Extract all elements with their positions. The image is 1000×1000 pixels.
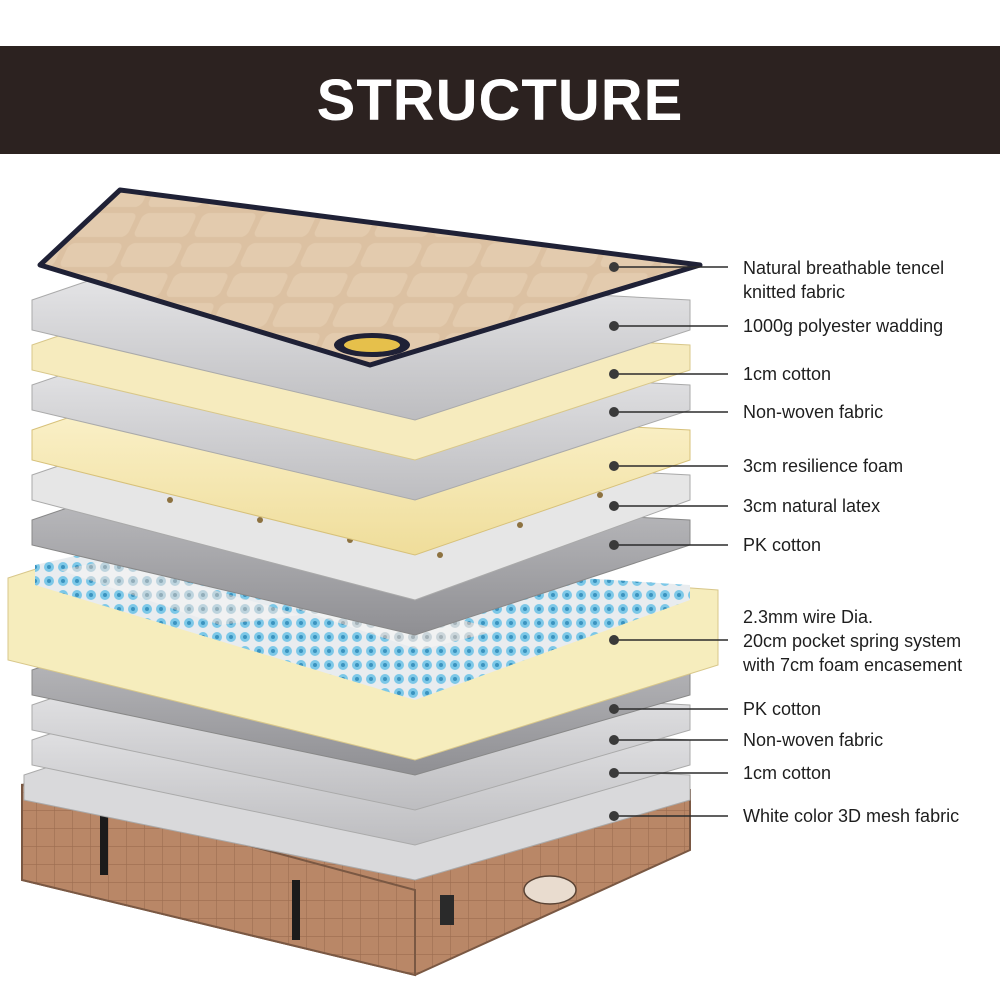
- layer-label: 3cm resilience foam: [743, 454, 903, 478]
- leader-dot: [609, 407, 619, 417]
- layer-label-line: 1000g polyester wadding: [743, 316, 944, 336]
- layer-label: White color 3D mesh fabric: [743, 804, 959, 828]
- layer-label-line: PK cotton: [743, 535, 822, 555]
- page-title: STRUCTURE: [316, 67, 684, 133]
- layer-label-line: 3cm resilience foam: [743, 456, 904, 476]
- layer-label: 2.3mm wire Dia. 20cm pocket spring system…: [743, 605, 962, 677]
- layer-label: 1cm cotton: [743, 761, 831, 785]
- leader-dot: [609, 461, 619, 471]
- callout-leaders: [609, 262, 728, 821]
- layer-label: Non-woven fabric: [743, 400, 883, 424]
- layer-label: Non-woven fabric: [743, 728, 883, 752]
- layer-label-line: PK cotton: [743, 699, 822, 719]
- layer-label-line: Non-woven fabric: [743, 402, 884, 422]
- leader-dot: [609, 704, 619, 714]
- layer-label-line: with 7cm foam encasement: [743, 655, 963, 675]
- layer-label-line: 1cm cotton: [743, 364, 832, 384]
- layer-label-line: knitted fabric: [743, 282, 846, 302]
- layer-label: PK cotton: [743, 533, 821, 557]
- layer-label-line: 2.3mm wire Dia.: [743, 607, 874, 627]
- leader-dot: [609, 369, 619, 379]
- leader-dot: [609, 735, 619, 745]
- leader-dot: [609, 811, 619, 821]
- layer-label-line: 1cm cotton: [743, 763, 832, 783]
- layer-label: 1cm cotton: [743, 362, 831, 386]
- leader-dot: [609, 321, 619, 331]
- leader-dot: [609, 635, 619, 645]
- layer-label: 3cm natural latex: [743, 494, 880, 518]
- leader-dot: [609, 501, 619, 511]
- layer-label: PK cotton: [743, 697, 821, 721]
- layer-tencel-top: [37, 187, 703, 368]
- leader-dot: [609, 768, 619, 778]
- title-banner: STRUCTURE: [0, 46, 1000, 154]
- leader-dot: [609, 540, 619, 550]
- layer-label: 1000g polyester wadding: [743, 314, 943, 338]
- layer-label: Natural breathable tencel knitted fabric: [743, 256, 944, 304]
- layer-label-line: 3cm natural latex: [743, 496, 881, 516]
- layer-label-line: Non-woven fabric: [743, 730, 884, 750]
- layer-label-line: 20cm pocket spring system: [743, 631, 962, 651]
- layer-label-line: Natural breathable tencel: [743, 258, 945, 278]
- layer-label-line: White color 3D mesh fabric: [743, 806, 960, 826]
- leader-dot: [609, 262, 619, 272]
